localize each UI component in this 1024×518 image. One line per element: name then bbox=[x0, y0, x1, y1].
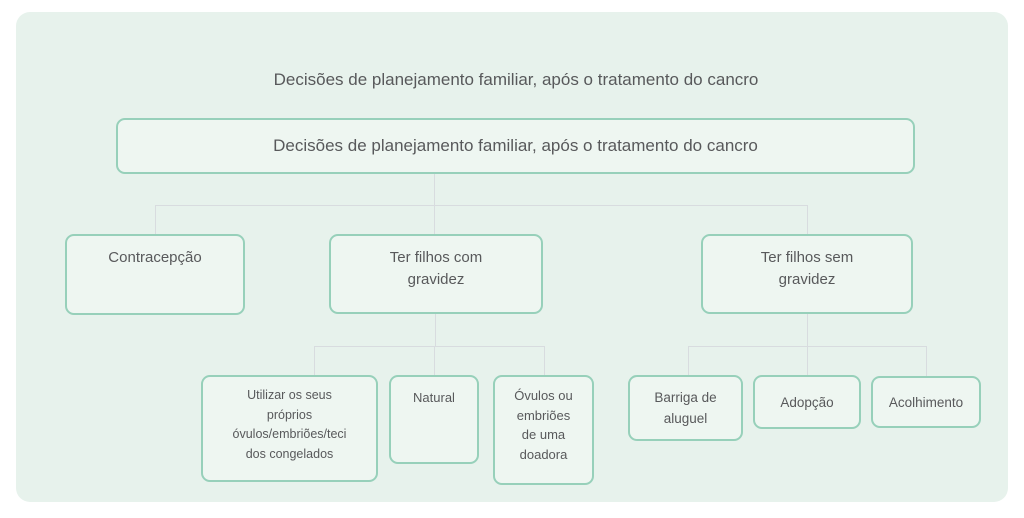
node-ter-filhos-sem-gravidez-label: Ter filhos sem gravidez bbox=[760, 249, 854, 288]
node-adopcao: Adopção bbox=[753, 375, 861, 429]
node-natural: Natural bbox=[389, 375, 479, 464]
diagram-title: Decisões de planejamento familiar, após … bbox=[273, 70, 759, 89]
node-root-label: Decisões de planejamento familiar, após … bbox=[273, 136, 758, 155]
diagram-canvas: Decisões de planejamento familiar, após … bbox=[16, 12, 1008, 502]
node-root: Decisões de planejamento familiar, após … bbox=[116, 118, 915, 174]
connector-ter-sem-stem bbox=[807, 314, 808, 346]
node-ovulos-doadora: Óvulos ou embriões de uma doadora bbox=[493, 375, 594, 485]
node-natural-label: Natural bbox=[413, 390, 455, 405]
connector-root-stem bbox=[434, 174, 435, 206]
connector-drop-natural bbox=[434, 346, 435, 375]
node-adopcao-label: Adopção bbox=[780, 394, 834, 410]
connector-drop-utilizar bbox=[314, 346, 315, 375]
connector-drop-acolhimento bbox=[926, 346, 927, 376]
connector-drop-contracepcao bbox=[155, 205, 156, 234]
connector-drop-ovulos bbox=[544, 346, 545, 375]
node-ter-filhos-sem-gravidez: Ter filhos sem gravidez bbox=[701, 234, 913, 314]
node-utilizar-proprios-label: Utilizar os seus próprios óvulos/embriõe… bbox=[232, 388, 347, 461]
node-acolhimento: Acolhimento bbox=[871, 376, 981, 428]
connector-ter-com-stem bbox=[435, 314, 436, 346]
node-contracepcao: Contracepção bbox=[65, 234, 245, 315]
node-ter-filhos-com-gravidez: Ter filhos com gravidez bbox=[329, 234, 543, 314]
connector-drop-adopcao bbox=[807, 346, 808, 375]
connector-drop-ter-sem bbox=[807, 205, 808, 234]
node-contracepcao-label: Contracepção bbox=[108, 249, 202, 266]
node-acolhimento-label: Acolhimento bbox=[888, 394, 964, 410]
node-barriga-aluguel-label: Barriga de aluguel bbox=[654, 390, 717, 426]
node-utilizar-proprios: Utilizar os seus próprios óvulos/embriõe… bbox=[201, 375, 378, 482]
node-ovulos-doadora-label: Óvulos ou embriões de uma doadora bbox=[514, 388, 573, 462]
node-barriga-aluguel: Barriga de aluguel bbox=[628, 375, 743, 441]
connector-drop-ter-com bbox=[434, 205, 435, 234]
connector-level2-bus bbox=[155, 205, 808, 206]
connector-left-bus bbox=[314, 346, 544, 347]
node-ter-filhos-com-gravidez-label: Ter filhos com gravidez bbox=[389, 249, 483, 288]
connector-drop-barriga bbox=[688, 346, 689, 375]
